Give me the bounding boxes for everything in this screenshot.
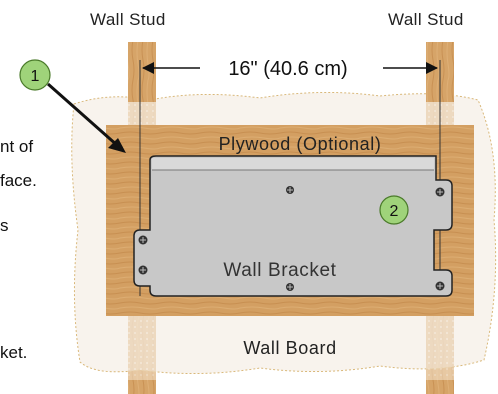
- plywood-label: Plywood (Optional): [219, 134, 382, 154]
- callout-1-number: 1: [31, 68, 40, 85]
- wall-bracket: [133, 155, 453, 297]
- callout-1-badge: [19, 59, 51, 91]
- callout-arrow: [47, 82, 119, 148]
- callout-2-number: 2: [390, 203, 399, 220]
- cropped-text-2: face.: [0, 171, 37, 190]
- wall-board-label: Wall Board: [243, 338, 336, 358]
- callout-2-badge: [379, 195, 409, 225]
- stud-spacing-label: 16" (40.6 cm): [228, 58, 347, 80]
- wall-stud-right-label: Wall Stud: [388, 10, 464, 29]
- cropped-text-4: ket.: [0, 343, 28, 362]
- wall-stud-left-label: Wall Stud: [90, 10, 166, 29]
- wall-bracket-label: Wall Bracket: [223, 260, 336, 281]
- cropped-text-3: s: [0, 216, 9, 235]
- cropped-text-1: nt of: [0, 137, 34, 156]
